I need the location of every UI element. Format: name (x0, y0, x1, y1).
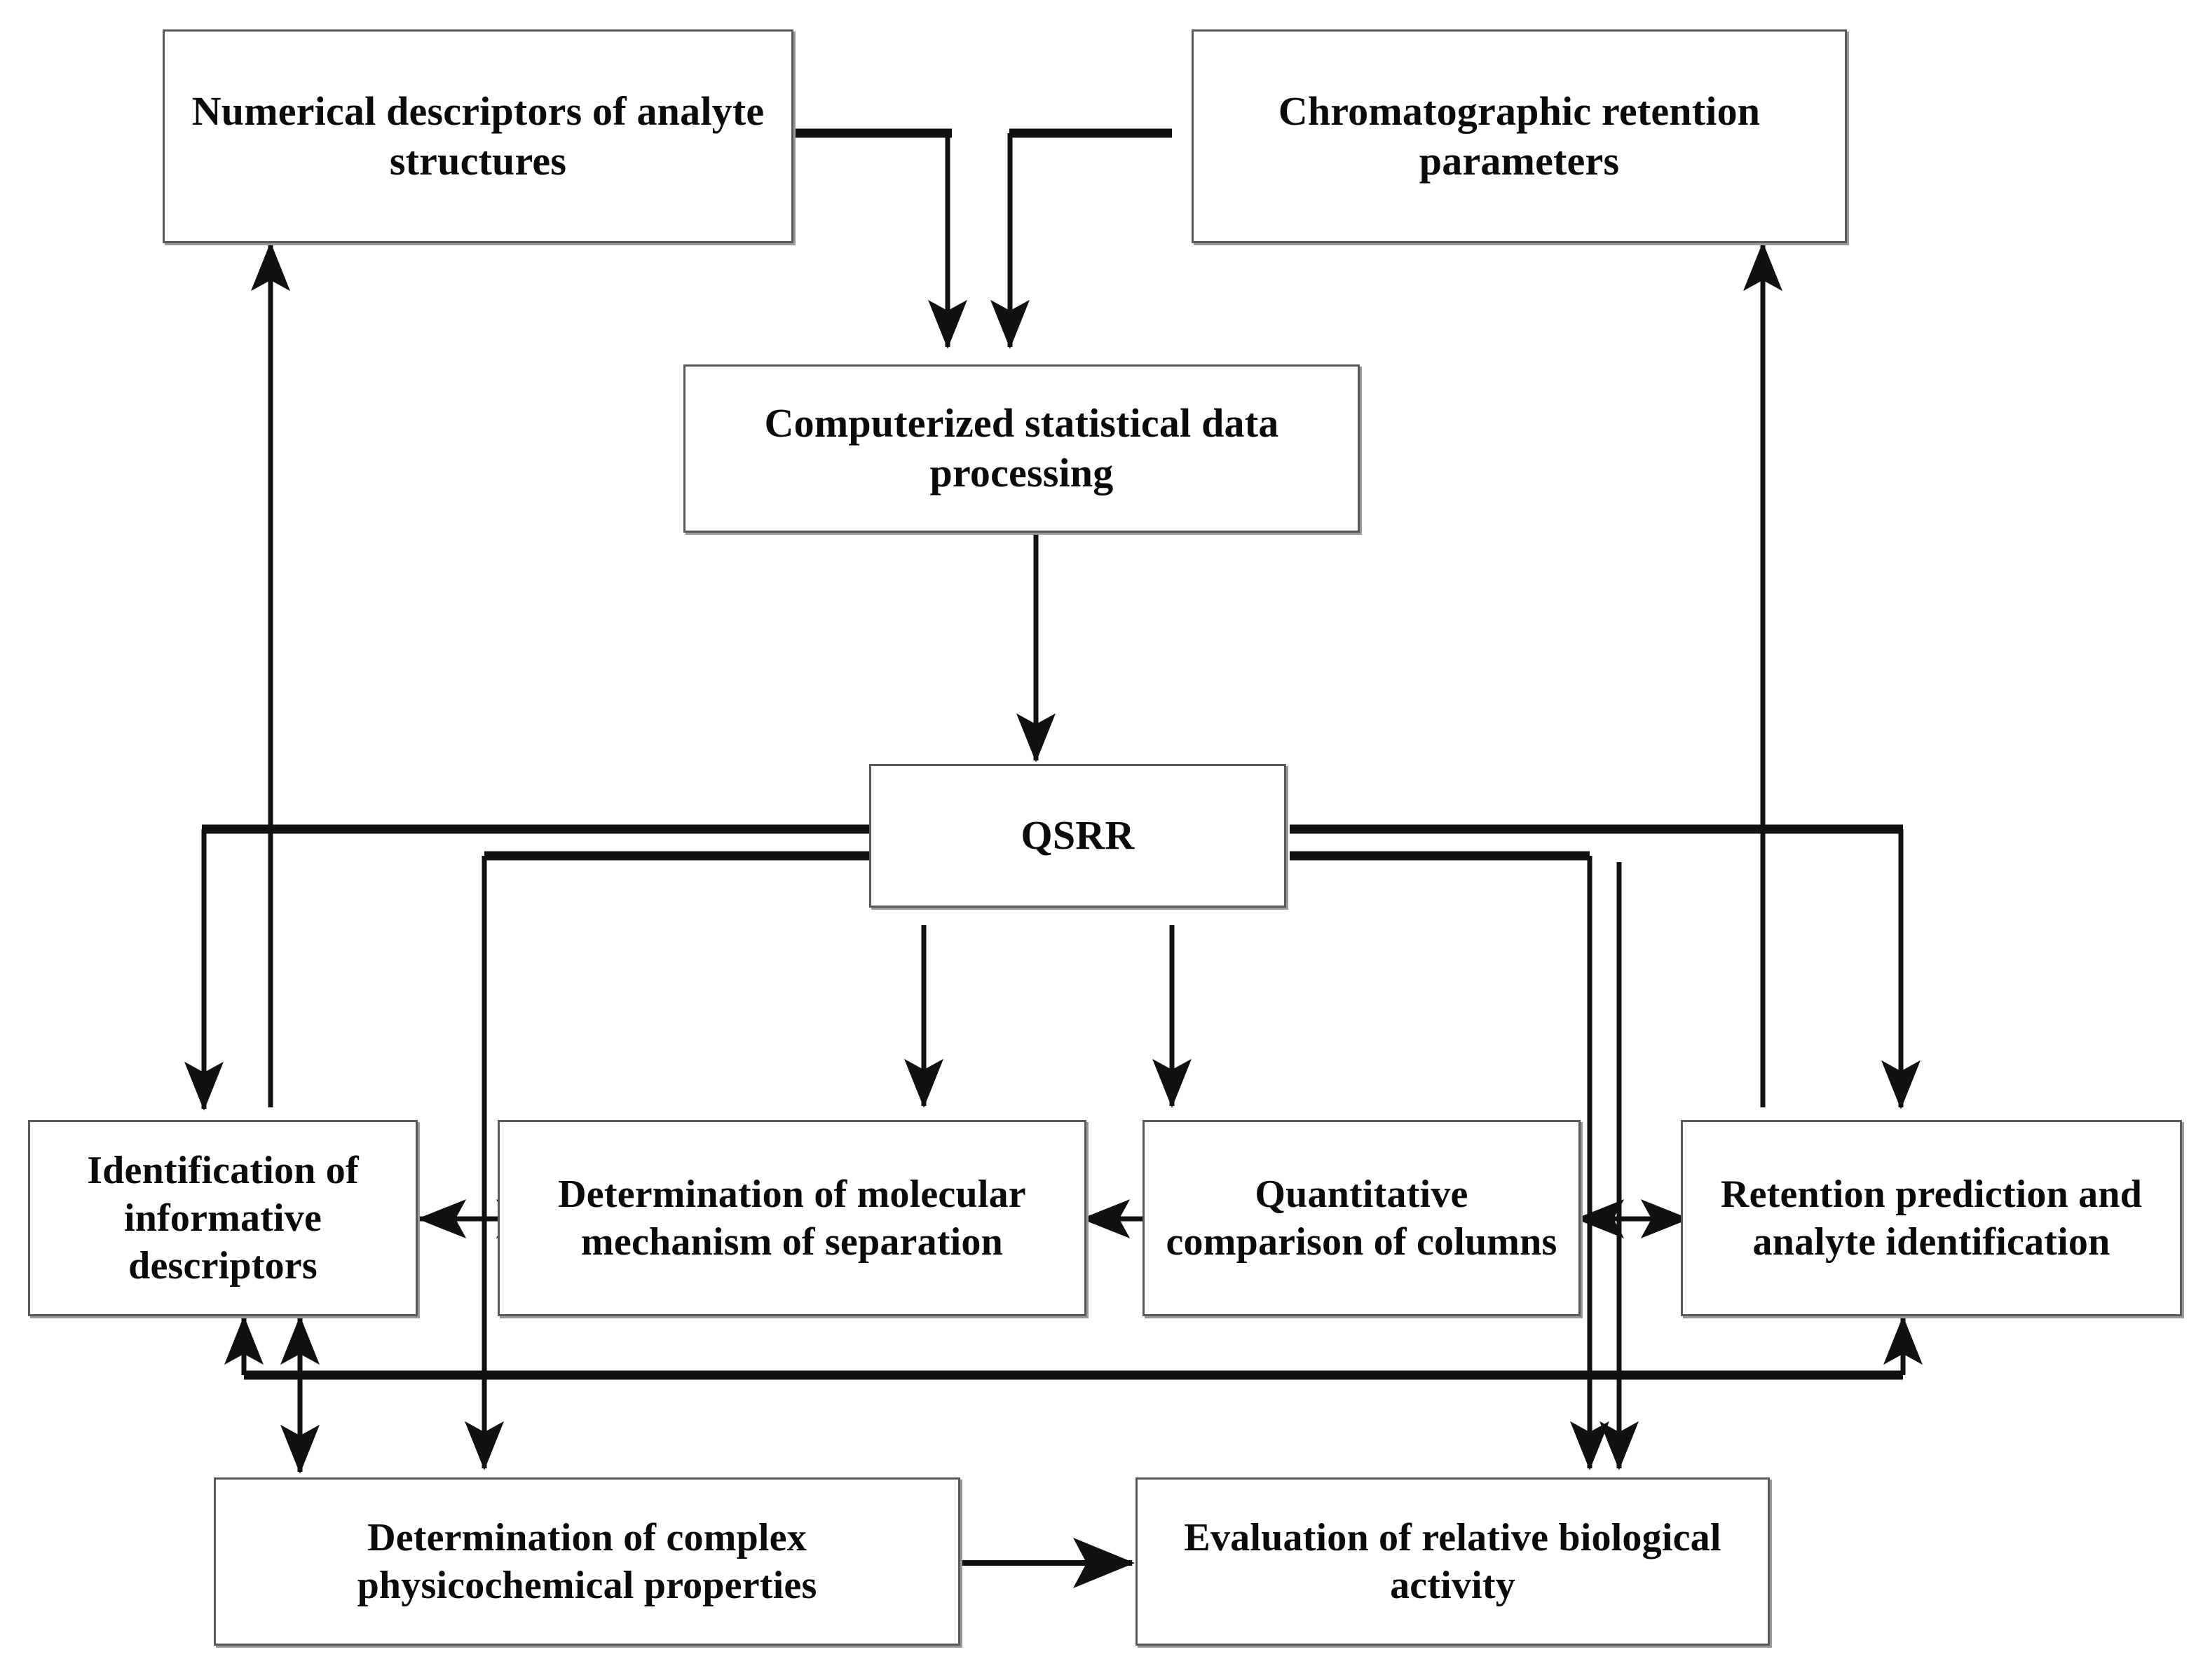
node-numerical-descriptors-label: Numerical descriptors of analyte structu… (191, 88, 765, 184)
node-statistical-processing[interactable]: Computerized statistical data processing (683, 364, 1360, 533)
node-qsrr[interactable]: QSRR (869, 764, 1286, 908)
edge-qsrr-to-informative-descriptors (184, 824, 869, 1111)
node-chromatographic-parameters[interactable]: Chromatographic retention parameters (1192, 29, 1847, 243)
node-molecular-mechanism-label: Determination of molecular mechanism of … (558, 1172, 1026, 1264)
node-biological-activity-label: Evaluation of relative biological activi… (1184, 1515, 1721, 1607)
node-informative-descriptors[interactable]: Identification of informative descriptor… (28, 1120, 418, 1316)
node-informative-descriptors-label: Identification of informative descriptor… (87, 1148, 359, 1288)
node-molecular-mechanism[interactable]: Determination of molecular mechanism of … (498, 1120, 1086, 1316)
bottom-feedback-bus (224, 1316, 1923, 1380)
edge-qsrr-to-retention-prediction (1290, 824, 1921, 1109)
node-retention-prediction-label: Retention prediction and analyte identif… (1720, 1172, 2143, 1264)
edge-descriptors-to-processing (794, 128, 967, 349)
node-biological-activity[interactable]: Evaluation of relative biological activi… (1135, 1477, 1770, 1646)
node-chromatographic-parameters-label: Chromatographic retention parameters (1278, 88, 1761, 184)
node-physicochemical-properties-label: Determination of complex physicochemical… (357, 1515, 817, 1607)
node-qsrr-label: QSRR (1021, 812, 1135, 859)
edge-retention-to-processing (990, 128, 1172, 349)
node-retention-prediction[interactable]: Retention prediction and analyte identif… (1681, 1120, 2182, 1316)
node-column-comparison-label: Quantitative comparison of columns (1166, 1172, 1557, 1264)
node-statistical-processing-label: Computerized statistical data processing (764, 400, 1279, 496)
node-physicochemical-properties[interactable]: Determination of complex physicochemical… (214, 1477, 960, 1646)
node-numerical-descriptors[interactable]: Numerical descriptors of analyte structu… (163, 29, 793, 243)
node-column-comparison[interactable]: Quantitative comparison of columns (1142, 1120, 1581, 1316)
